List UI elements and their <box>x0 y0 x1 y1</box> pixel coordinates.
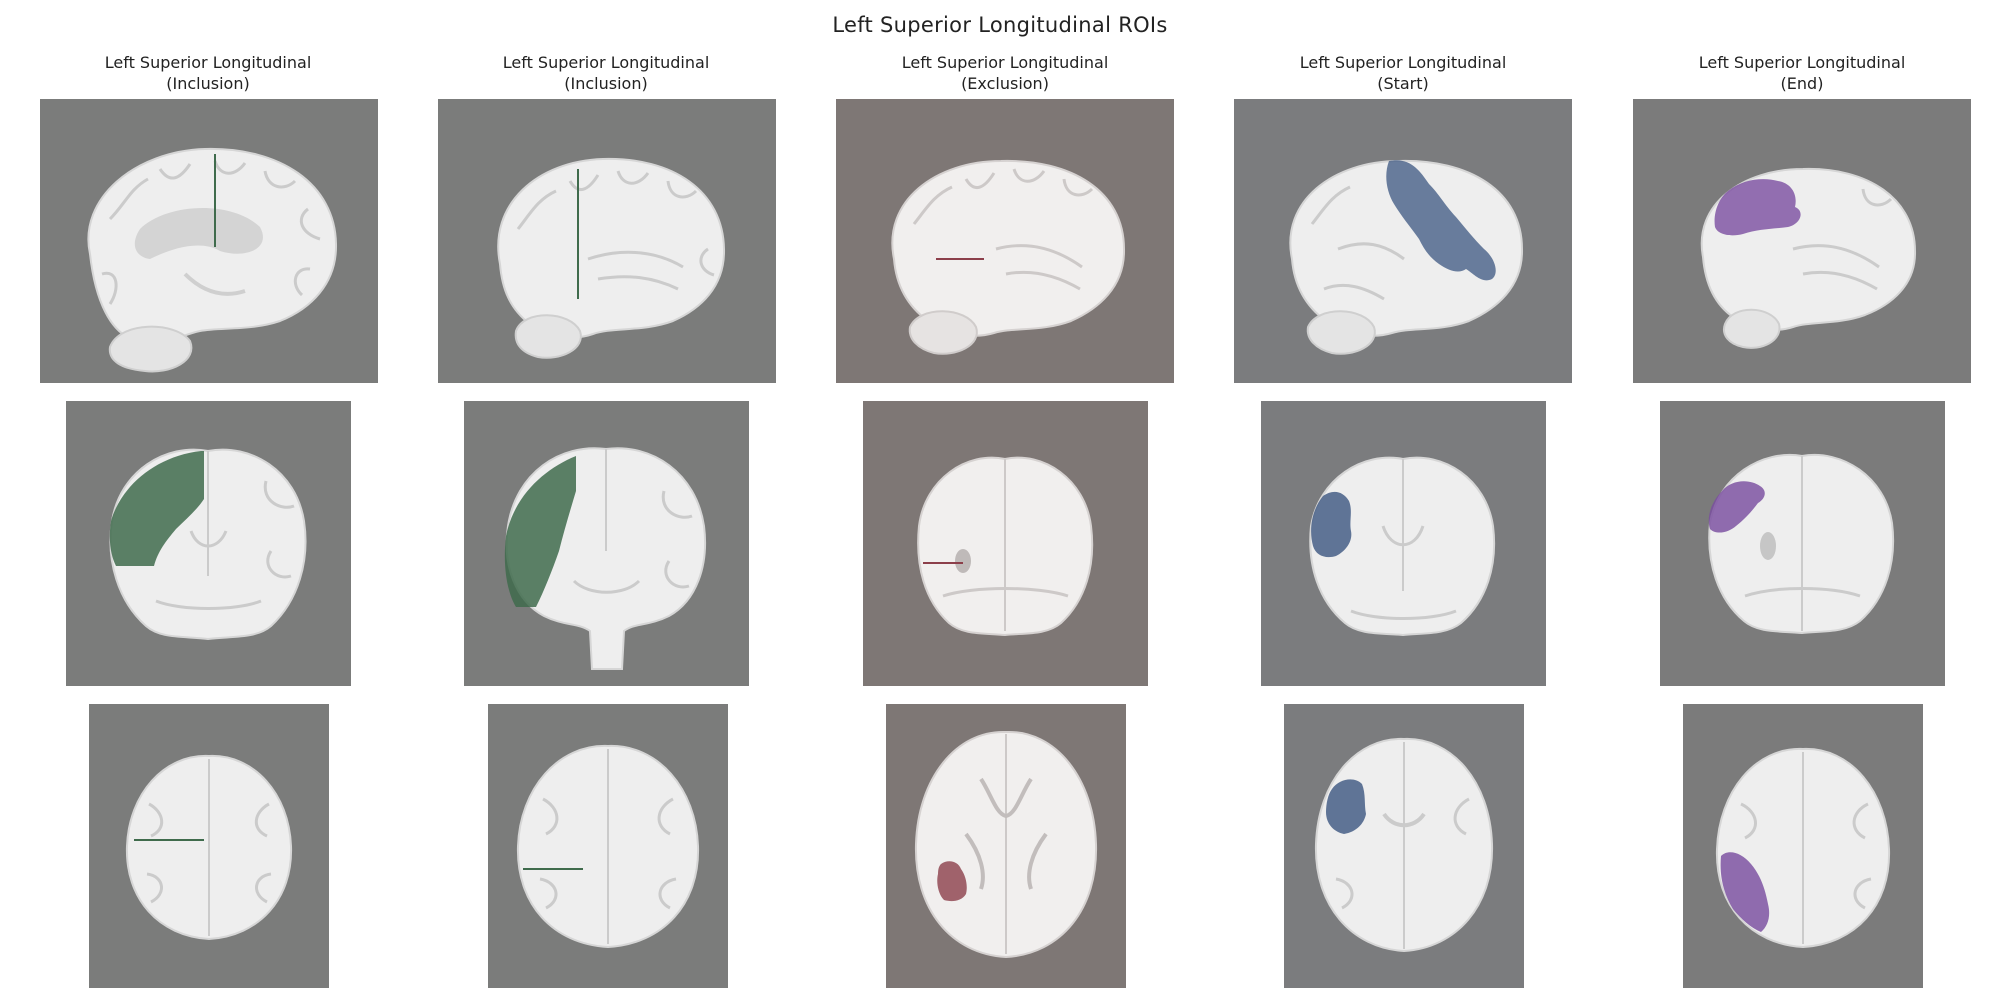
roi-start-region <box>1386 160 1496 281</box>
column-title-line2: (Start) <box>1377 74 1429 93</box>
column-title-line2: (End) <box>1780 74 1824 93</box>
brain-axial <box>516 744 700 949</box>
axial-panel-1 <box>89 704 329 988</box>
roi-inclusion-region <box>504 456 576 607</box>
sagittal-panel-2 <box>438 99 776 383</box>
column-title-line1: Left Superior Longitudinal <box>104 53 312 72</box>
brain-sagittal <box>1289 159 1524 355</box>
roi-start-region <box>1326 779 1366 834</box>
coronal-panel-4 <box>1261 401 1546 686</box>
roi-end-region <box>1714 179 1801 236</box>
column-title-line1: Left Superior Longitudinal <box>502 53 710 72</box>
sagittal-panel-3 <box>836 99 1174 383</box>
coronal-panel-5 <box>1660 401 1945 686</box>
column-title-line2: (Inclusion) <box>564 74 648 93</box>
column-title-line1: Left Superior Longitudinal <box>1299 53 1507 72</box>
column-title-3: Left Superior Longitudinal (Exclusion) <box>835 52 1175 94</box>
axial-panel-2 <box>488 704 728 988</box>
axial-panel-4 <box>1284 704 1524 988</box>
brain-sagittal <box>891 159 1126 355</box>
brain-axial <box>914 730 1098 959</box>
brain-sagittal <box>87 147 338 373</box>
column-title-line1: Left Superior Longitudinal <box>1698 53 1906 72</box>
figure-title: Left Superior Longitudinal ROIs <box>832 13 1168 37</box>
column-title-2: Left Superior Longitudinal (Inclusion) <box>436 52 776 94</box>
brain-axial <box>1314 737 1494 953</box>
sagittal-panel-1 <box>40 99 378 383</box>
sagittal-panel-4 <box>1234 99 1572 383</box>
column-title-line2: (Exclusion) <box>961 74 1049 93</box>
axial-panel-3 <box>886 704 1126 988</box>
roi-exclusion-region <box>937 861 967 902</box>
column-title-line2: (Inclusion) <box>166 74 250 93</box>
roi-end-region <box>1708 481 1765 533</box>
column-title-4: Left Superior Longitudinal (Start) <box>1233 52 1573 94</box>
sagittal-panel-5 <box>1633 99 1971 383</box>
brain-coronal <box>1708 453 1895 635</box>
roi-start-region <box>1311 491 1352 558</box>
brain-coronal <box>917 456 1094 637</box>
brain-axial <box>125 754 293 941</box>
column-title-1: Left Superior Longitudinal (Inclusion) <box>38 52 378 94</box>
roi-inclusion-region <box>109 451 204 566</box>
axial-panel-5 <box>1683 704 1923 988</box>
coronal-panel-2 <box>464 401 749 686</box>
column-title-line1: Left Superior Longitudinal <box>901 53 1109 72</box>
roi-end-region <box>1720 852 1770 932</box>
coronal-panel-3 <box>863 401 1148 686</box>
brain-sagittal <box>497 157 726 359</box>
column-title-5: Left Superior Longitudinal (End) <box>1632 52 1972 94</box>
coronal-panel-1 <box>66 401 351 686</box>
